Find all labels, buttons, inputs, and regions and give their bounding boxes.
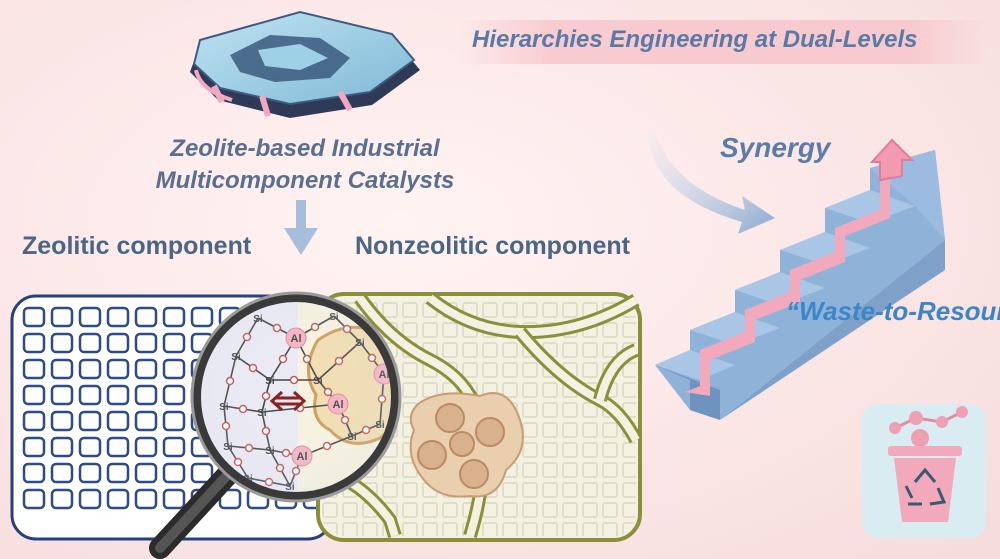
zeolite-pore-cell [106, 306, 130, 328]
zeolite-pore-cell [134, 332, 158, 354]
zeolite-pore-cell [162, 332, 186, 354]
nonzeolitic-component-label: Nonzeolitic component [355, 232, 630, 260]
zeolite-pore-cell [162, 358, 186, 380]
zeolite-pore-cell [78, 384, 102, 406]
zeolite-pore-cell [134, 358, 158, 380]
zeolite-pore-cell [106, 384, 130, 406]
recycle-bin-icon [862, 404, 986, 538]
nonzeolitic-matrix-panel [316, 292, 643, 542]
zeolite-pore-cell [78, 332, 102, 354]
zeolite-pore-cell [78, 410, 102, 432]
zeolite-pore-cell [162, 436, 186, 458]
zeolite-pore-cell [134, 306, 158, 328]
zeolite-pore-cell [22, 436, 46, 458]
zeolite-pore-cell [190, 306, 214, 328]
zeolitic-component-label: Zeolitic component [22, 232, 252, 260]
zeolite-pore-cell [50, 358, 74, 380]
title-banner [458, 20, 988, 64]
zeolite-pore-cell [50, 410, 74, 432]
zeolite-pore-cell [22, 306, 46, 328]
zeolite-pore-cell [106, 488, 130, 510]
waste-to-resource-label: “Waste-to-Resource” [786, 296, 1000, 326]
zeolite-pore-cell [22, 488, 46, 510]
catalyst-label: Zeolite-based Industrial Multicomponent … [145, 133, 465, 197]
zeolite-pore-cell [162, 306, 186, 328]
zeolite-pore-cell [50, 306, 74, 328]
zeolite-pore-cell [22, 332, 46, 354]
zeolite-pore-cell [134, 410, 158, 432]
zeolite-pore-cell [22, 384, 46, 406]
zeolite-pore-cell [22, 410, 46, 432]
zeolite-pore-cell [78, 306, 102, 328]
catalyst-line-1: Zeolite-based Industrial [170, 135, 440, 162]
page-title: Hierarchies Engineering at Dual-Levels [472, 26, 918, 53]
zeolite-pore-cell [134, 462, 158, 484]
down-arrow-icon [284, 200, 318, 255]
zeolite-pore-cell [134, 488, 158, 510]
zeolite-pore-cell [106, 410, 130, 432]
zeolite-pore-cell [162, 488, 186, 510]
zeolite-pore-cell [22, 462, 46, 484]
zeolite-pore-cell [22, 358, 46, 380]
zeolite-pore-cell [106, 462, 130, 484]
zeolite-crystal-icon [190, 10, 420, 118]
zeolite-pore-cell [106, 358, 130, 380]
zeolite-pore-cell [134, 436, 158, 458]
zeolite-pore-cell [50, 436, 74, 458]
zeolite-pore-cell [50, 488, 74, 510]
catalyst-line-2: Multicomponent Catalysts [155, 167, 455, 194]
zeolite-pore-cell [50, 332, 74, 354]
zeolite-pore-cell [78, 436, 102, 458]
synergy-label: Synergy [720, 132, 831, 163]
zeolite-pore-cell [78, 358, 102, 380]
zeolite-pore-cell [162, 462, 186, 484]
zeolite-pore-cell [162, 410, 186, 432]
zeolite-pore-cell [50, 462, 74, 484]
zeolite-pore-cell [50, 384, 74, 406]
zeolite-pore-cell [106, 332, 130, 354]
zeolite-pore-cell [78, 488, 102, 510]
curved-arrow-icon [648, 130, 775, 234]
zeolite-pore-cell [134, 384, 158, 406]
staircase-icon [655, 138, 945, 420]
zeolite-pore-cell [190, 462, 214, 484]
zeolite-pore-cell [106, 436, 130, 458]
zeolite-pore-cell [78, 462, 102, 484]
zeolite-pore-cell [162, 384, 186, 406]
